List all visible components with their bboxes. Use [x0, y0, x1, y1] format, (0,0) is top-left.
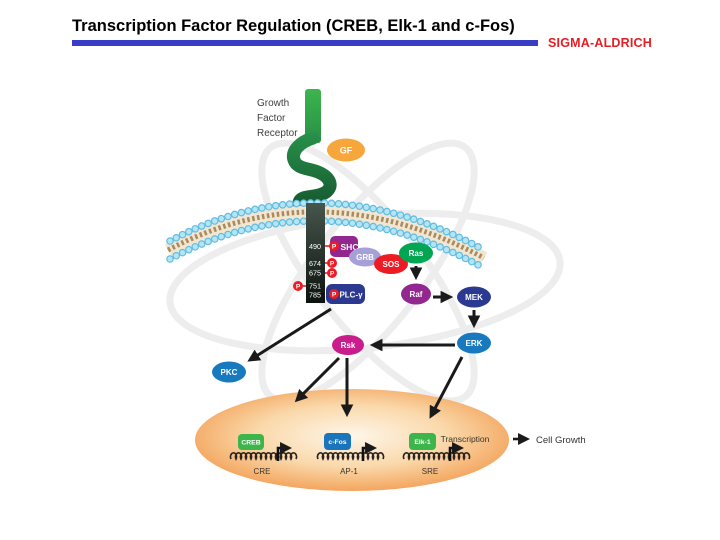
pkc-node	[212, 361, 246, 383]
creb-node	[238, 434, 264, 450]
receptor-stalk	[305, 89, 321, 143]
phospho-p-674: P	[327, 258, 337, 268]
svg-text:P: P	[330, 271, 335, 278]
cre-dna	[229, 452, 298, 461]
atom-watermark	[166, 139, 564, 405]
residue-490: 490	[309, 242, 321, 251]
cfos-node	[324, 433, 351, 450]
dna-coils	[229, 452, 471, 461]
receptor-tail-bar	[306, 203, 325, 303]
receptor-label-line2: Factor	[257, 113, 286, 124]
erk-node	[457, 332, 491, 354]
growth-factor-ligand	[327, 138, 365, 162]
mek-label: MEK	[465, 293, 483, 302]
arrow-rsk-creb	[294, 356, 341, 403]
title-rule	[72, 40, 538, 46]
cre-site-label: CRE	[254, 467, 271, 476]
ap1-dna	[316, 452, 385, 461]
residue-numbers: 490 674 675 751 785	[309, 242, 321, 300]
mek-node	[457, 286, 491, 308]
sigma-aldrich-logo: SIGMA-ALDRICH	[548, 36, 652, 50]
receptor-label: Growth Factor Receptor	[257, 98, 298, 139]
erk-label: ERK	[466, 339, 483, 348]
sre-dna	[402, 452, 471, 461]
growth-factor-ligand-label: GF	[340, 146, 353, 156]
residue-785: 785	[309, 291, 321, 300]
cfos-label: c-Fos	[328, 439, 346, 446]
residue-751: 751	[309, 282, 321, 291]
pkc-label: PKC	[221, 368, 238, 377]
ap1-start-arrow	[361, 442, 377, 461]
plc-label: PLC-γ	[339, 291, 363, 300]
phospho-p-675: P	[327, 268, 337, 278]
ras-label: Ras	[409, 249, 424, 258]
grb-label: GRB	[356, 253, 374, 262]
cell-growth-label: Cell Growth	[536, 435, 586, 446]
raf-node	[401, 283, 431, 305]
raf-label: Raf	[410, 290, 423, 299]
svg-text:P: P	[296, 284, 301, 291]
phospho-sites: P P P P P	[293, 241, 339, 299]
elk1-label: Elk-1	[414, 439, 430, 446]
residue-675: 675	[309, 269, 321, 278]
receptor-label-line3: Receptor	[257, 128, 298, 139]
svg-text:P: P	[330, 261, 335, 268]
sos-node	[374, 254, 408, 274]
grb-node	[349, 247, 381, 267]
page-title: Transcription Factor Regulation (CREB, E…	[72, 17, 515, 35]
plc-node	[326, 284, 365, 304]
sre-start-arrow	[448, 442, 464, 461]
elk1-node	[409, 433, 436, 450]
ap1-site-label: AP-1	[340, 467, 358, 476]
ras-node	[399, 242, 433, 264]
sre-site-label: SRE	[422, 467, 438, 476]
arrow-erk-elk	[429, 356, 464, 419]
transcription-start-arrows	[276, 442, 464, 461]
arrow-plc-pkc	[247, 307, 332, 362]
shc-node	[330, 236, 358, 257]
receptor-label-line1: Growth	[257, 98, 289, 109]
residue-674: 674	[309, 259, 321, 268]
cre-start-arrow	[276, 442, 292, 461]
rsk-node	[332, 335, 364, 355]
svg-text:P: P	[332, 292, 337, 299]
sos-label: SOS	[383, 260, 401, 269]
creb-label: CREB	[241, 440, 260, 447]
signal-arrows	[247, 266, 481, 419]
rsk-label: Rsk	[341, 341, 356, 350]
transcription-label: Transcription	[441, 434, 490, 444]
svg-text:P: P	[332, 244, 337, 251]
phospho-p-785: P	[329, 289, 339, 299]
phospho-p-490: P	[329, 241, 339, 251]
phospho-p-751: P	[293, 281, 303, 291]
shc-label: SHC	[341, 242, 359, 252]
